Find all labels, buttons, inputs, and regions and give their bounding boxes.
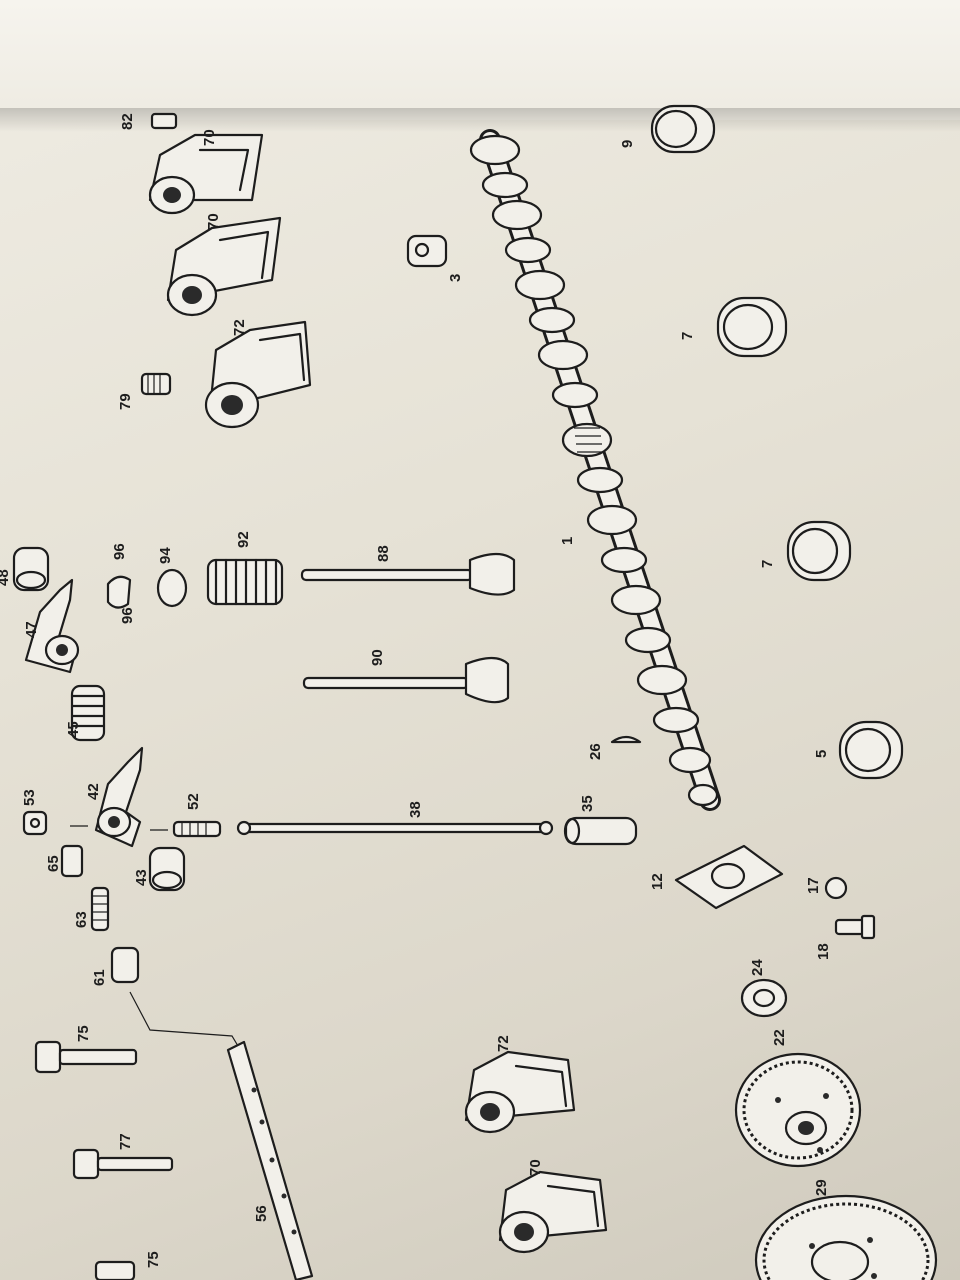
bush-43 <box>148 846 186 892</box>
callout-63: 63 <box>73 911 90 928</box>
gear-29 <box>754 1194 938 1280</box>
callout-47: 47 <box>23 621 40 638</box>
key-26 <box>610 735 642 744</box>
spring-45 <box>70 684 106 742</box>
washer-17 <box>824 876 848 900</box>
spring-63 <box>90 886 110 932</box>
adjuster-52 <box>172 820 222 838</box>
callout-72-bottom: 72 <box>495 1035 512 1052</box>
valve-88 <box>300 552 516 596</box>
callout-92: 92 <box>235 531 252 548</box>
callout-96-b: 96 <box>119 607 136 624</box>
part-3-clamp <box>406 234 448 268</box>
callout-26: 26 <box>587 743 604 760</box>
callout-94: 94 <box>157 547 174 564</box>
callout-82: 82 <box>119 113 136 130</box>
callout-18: 18 <box>815 943 832 960</box>
rocker-support-72-top <box>204 320 312 429</box>
callout-70-mid: 70 <box>205 213 222 230</box>
valve-90 <box>302 656 510 704</box>
callout-29: 29 <box>813 1179 830 1196</box>
pushrod-38 <box>236 820 554 836</box>
callout-88: 88 <box>375 545 392 562</box>
callout-7-lower: 7 <box>759 560 776 568</box>
callout-3: 3 <box>447 274 464 282</box>
callout-77: 77 <box>117 1133 134 1150</box>
callout-70-top: 70 <box>201 129 218 146</box>
nut-53 <box>22 810 48 836</box>
rocker-arm-47 <box>24 578 80 674</box>
spring-retainer-94 <box>156 568 188 608</box>
bearing-7-lower <box>786 520 852 582</box>
camshaft <box>469 129 721 811</box>
part-79-stud <box>140 372 172 396</box>
callout-42: 42 <box>85 783 102 800</box>
callout-7-upper: 7 <box>679 332 696 340</box>
rocker-support-72-bottom <box>464 1050 576 1134</box>
callout-72-top: 72 <box>231 319 248 336</box>
rocker-support-70-bottom <box>498 1170 608 1254</box>
valve-keepers-96 <box>106 575 132 609</box>
rocker-support-70-top <box>148 133 264 215</box>
bolt-75-bottom <box>94 1260 136 1280</box>
callout-1: 1 <box>559 537 576 545</box>
callout-75-bottom: 75 <box>145 1251 162 1268</box>
callout-35: 35 <box>579 795 596 812</box>
callout-45: 45 <box>65 721 82 738</box>
tappet-35 <box>563 816 638 846</box>
callout-56: 56 <box>253 1205 270 1222</box>
part-82-clip <box>150 112 178 130</box>
callout-96-a: 96 <box>111 543 128 560</box>
callout-43: 43 <box>133 869 150 886</box>
bolt-75-top <box>34 1040 138 1074</box>
callout-17: 17 <box>805 877 822 894</box>
callout-12: 12 <box>649 873 666 890</box>
rocker-shaft-56 <box>226 1040 314 1280</box>
bolt-65 <box>60 844 84 878</box>
callout-38: 38 <box>407 801 424 818</box>
bush-48 <box>12 546 50 592</box>
callout-22: 22 <box>771 1029 788 1046</box>
bearing-9 <box>650 104 716 154</box>
bolt-77 <box>72 1148 174 1180</box>
callout-9: 9 <box>619 140 636 148</box>
callout-48: 48 <box>0 569 12 586</box>
callout-24: 24 <box>749 959 766 976</box>
valve-spring-92 <box>206 558 284 606</box>
callout-5: 5 <box>813 750 830 758</box>
bearing-5 <box>838 720 904 780</box>
flange-plate-12 <box>674 844 784 910</box>
gear-22 <box>734 1052 862 1168</box>
callout-90: 90 <box>369 649 386 666</box>
rocker-arm-42 <box>94 746 144 848</box>
callout-70-bottom: 70 <box>527 1159 544 1176</box>
callout-75-top: 75 <box>75 1025 92 1042</box>
upper-page-edge <box>0 0 960 120</box>
screw-61 <box>110 946 140 984</box>
callout-52: 52 <box>185 793 202 810</box>
callout-65: 65 <box>45 855 62 872</box>
washer-24 <box>740 978 788 1018</box>
callout-53: 53 <box>21 789 38 806</box>
bearing-7-upper <box>716 296 788 358</box>
rocker-support-70-mid <box>166 216 282 317</box>
bolt-18 <box>834 914 876 940</box>
callout-61: 61 <box>91 969 108 986</box>
callout-79: 79 <box>117 393 134 410</box>
